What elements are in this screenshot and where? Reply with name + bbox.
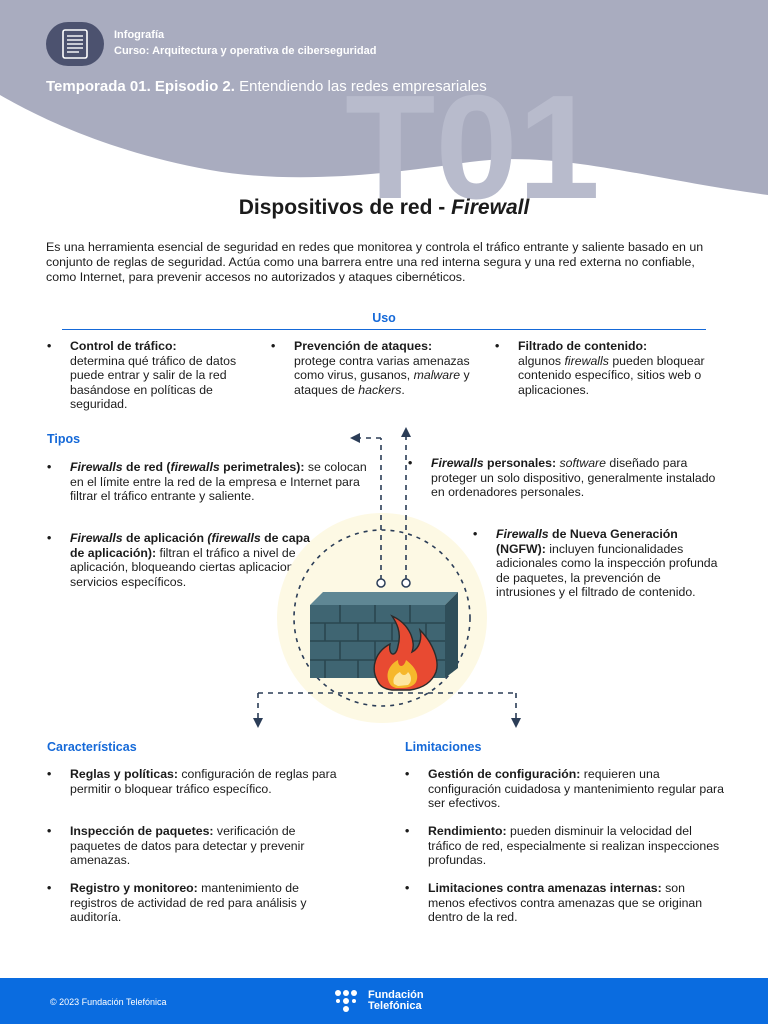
header-episode-title: Entendiendo las redes empresariales <box>234 78 487 95</box>
limitacion-bold: Gestión de configuración: <box>428 767 581 781</box>
uso-heading: Uso <box>372 311 396 325</box>
tipo-em: Firewalls <box>70 531 123 545</box>
uso-divider <box>62 329 706 330</box>
limitacion-text: pueden disminuir la velocidad del tráfic… <box>428 824 720 868</box>
tipo-text: se colocan en el límite entre la red de … <box>70 460 367 504</box>
uso-item-bold: Control de tráfico: <box>70 339 177 353</box>
tipo-ngfw: •Firewalls de Nueva Generación (NGFW): i… <box>473 527 718 600</box>
caracteristica-text: configuración de reglas para permitir o … <box>70 767 337 796</box>
header-season: Temporada 01. Episodio 2. <box>46 78 235 95</box>
uso-item-text: y ataques de <box>294 368 470 397</box>
title-main: Dispositivos de red - <box>238 196 452 219</box>
footer-copyright: © 2023 Fundación Telefónica <box>50 997 167 1007</box>
uso-item-content-filter: •Filtrado de contenido: algunos firewall… <box>495 339 705 397</box>
tipo-em: Firewalls <box>496 527 549 541</box>
connector-node <box>401 578 411 588</box>
arrow-down-icon <box>511 718 521 728</box>
title-italic: Firewall <box>451 196 530 219</box>
tipo-bold: perimetrales): <box>219 460 305 474</box>
uso-item-bold: Filtrado de contenido: <box>518 339 648 353</box>
tipo-text: incluyen funcionalidades adicionales com… <box>496 541 718 600</box>
document-icon <box>46 22 104 66</box>
caracteristica-logging: •Registro y monitoreo: mantenimiento de … <box>47 881 307 925</box>
tipo-bold: de capa de aplicación): <box>70 531 310 560</box>
tipo-em: Firewalls <box>431 456 484 470</box>
limitacion-bold: Limitaciones contra amenazas internas: <box>428 881 662 895</box>
uso-item-text: . <box>401 382 405 397</box>
tipo-text: filtran el tráfico a nivel de aplicación… <box>70 545 317 589</box>
tipo-bold: de aplicación <box>122 531 208 545</box>
uso-item-text: pueden bloquear contenido específico, si… <box>518 353 705 397</box>
tipo-em: ( <box>207 531 212 545</box>
header-episode: Temporada 01. Episodio 2. Entendiendo la… <box>46 78 487 95</box>
caracteristica-bold: Registro y monitoreo: <box>70 881 198 895</box>
fire-icon <box>373 614 438 691</box>
limitacion-internal-threats: •Limitaciones contra amenazas internas: … <box>405 881 703 925</box>
brand-line-2: Telefónica <box>368 1000 422 1012</box>
illustration-dashed-ring <box>293 529 471 707</box>
limitaciones-heading: Limitaciones <box>405 740 482 754</box>
brand-line-1: Fundación <box>368 989 424 1001</box>
uso-item-attack-prevention: •Prevención de ataques: protege contra v… <box>271 339 470 397</box>
limitacion-performance: •Rendimiento: pueden disminuir la veloci… <box>405 824 720 868</box>
limitacion-configuration: •Gestión de configuración: requieren una… <box>405 767 724 811</box>
arrow-down-icon <box>253 718 263 728</box>
uso-item-text: determina qué tráfico de datos puede ent… <box>70 353 237 412</box>
uso-item-text: algunos <box>518 353 565 368</box>
uso-item-traffic-control: •Control de tráfico: determina qué tráfi… <box>47 339 237 412</box>
tipo-text: diseñado para proteger un solo dispositi… <box>431 456 716 500</box>
brand-logo-icon <box>335 990 357 1012</box>
caracteristica-packet-inspection: •Inspección de paquetes: verificación de… <box>47 824 305 868</box>
caracteristica-bold: Reglas y políticas: <box>70 767 178 781</box>
uso-item-em: malware <box>413 368 461 383</box>
firewall-illustration <box>253 427 521 728</box>
tipo-em: firewalls <box>211 531 261 545</box>
header-watermark: T01 <box>345 65 600 225</box>
uso-item-em: firewalls <box>564 353 609 368</box>
arrow-left-icon <box>350 433 360 443</box>
tipo-application-firewall: •Firewalls de aplicación (firewalls de c… <box>47 531 317 589</box>
connector-to-bottom <box>257 692 517 720</box>
limitacion-text: son menos efectivos contra amenazas que … <box>428 881 703 925</box>
page-title: Dispositivos de red - Firewall <box>0 196 768 220</box>
tipo-em: firewalls <box>170 460 220 474</box>
caracteristica-text: verificación de paquetes de datos para d… <box>70 824 305 868</box>
limitacion-text: requieren una configuración cuidadosa y … <box>428 767 724 811</box>
tipo-bold: personales: <box>483 456 557 470</box>
tipo-em: software <box>559 456 606 470</box>
tipo-bold: de red ( <box>122 460 171 474</box>
caracteristicas-heading: Características <box>47 740 137 754</box>
connector-node <box>376 578 386 588</box>
uso-item-em: hackers <box>358 382 402 397</box>
tipo-em: Firewalls <box>70 460 123 474</box>
caracteristica-bold: Inspección de paquetes: <box>70 824 214 838</box>
tipo-bold: de Nueva Generación (NGFW): <box>496 527 678 556</box>
header-label: Infografía <box>114 29 165 41</box>
connector-to-left-types <box>358 437 382 580</box>
uso-item-bold: Prevención de ataques: <box>294 339 433 353</box>
arrow-up-icon <box>401 427 411 437</box>
intro-paragraph: Es una herramienta esencial de seguridad… <box>46 240 704 284</box>
header-background: T01 <box>0 0 768 225</box>
tipos-heading: Tipos <box>47 432 81 446</box>
caracteristica-text: mantenimiento de registros de actividad … <box>70 881 307 925</box>
tipo-personal-firewall: •Firewalls personales: software diseñado… <box>408 456 716 500</box>
limitacion-bold: Rendimiento: <box>428 824 507 838</box>
tipo-network-firewall: •Firewalls de red (firewalls perimetrale… <box>47 460 367 504</box>
caracteristica-rules: •Reglas y políticas: configuración de re… <box>47 767 337 796</box>
uso-item-text: protege contra varias amenazas como viru… <box>294 353 470 383</box>
header-course: Curso: Arquitectura y operativa de ciber… <box>114 45 377 57</box>
